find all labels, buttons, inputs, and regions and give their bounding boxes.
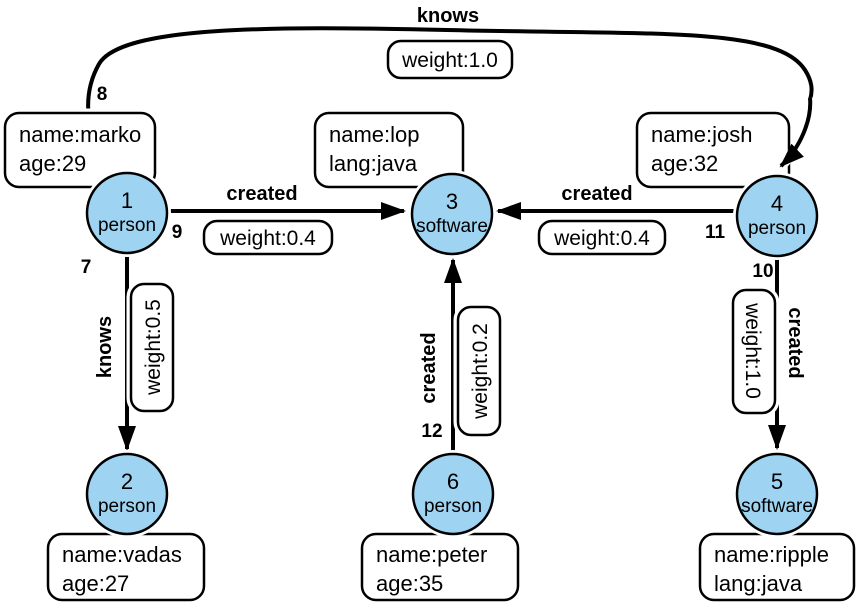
weight-created-1-3: weight:0.4 (219, 227, 316, 250)
label-created-4-3: created (561, 183, 632, 205)
edge-knows-1-4 (83, 23, 817, 203)
vertex-5-id: 5 (771, 469, 783, 494)
vertex-1 (83, 169, 171, 257)
edge-id-7: 7 (81, 257, 92, 278)
lop-prop-lang: lang:java (329, 151, 418, 176)
josh-prop-name: name:josh (651, 122, 753, 147)
label-created-6-3: created (418, 332, 440, 403)
vertex-2-id: 2 (121, 469, 133, 494)
weight-box-created-1-3 (199, 216, 337, 259)
peter-prop-age: age:35 (376, 571, 443, 596)
edge-id-12: 12 (421, 421, 442, 442)
vertex-5 (733, 450, 821, 538)
vertex-3 (408, 170, 496, 258)
vertex-4-circle (735, 174, 819, 258)
vertex-2-circle (85, 452, 169, 536)
vadas-prop-name: name:vadas (62, 542, 182, 567)
vertex-6-circle (411, 452, 495, 536)
property-box-marko (0, 108, 160, 192)
edge-knows-1-4-arrow (777, 97, 816, 170)
property-box-lop (310, 108, 468, 192)
vertex-5-circle (735, 452, 819, 536)
vertex-4-id: 4 (771, 191, 783, 216)
edge-id-11: 11 (705, 222, 726, 243)
weight-box-created-6-3 (453, 302, 505, 440)
weight-box-created-4-3 (534, 216, 670, 259)
vertex-1-circle (85, 171, 169, 255)
weight-box-created-4-5 (728, 285, 780, 418)
edge-id-8: 8 (97, 84, 108, 105)
vadas-prop-age: age:27 (62, 571, 129, 596)
ripple-prop-name: name:ripple (714, 542, 829, 567)
weight-box-knows-1-2 (126, 279, 178, 416)
vertex-4-label: person (748, 218, 806, 239)
marko-prop-name: name:marko (19, 122, 141, 147)
edge-id-10: 10 (752, 261, 773, 282)
vertex-6-label: person (424, 496, 482, 517)
label-knows-1-4: knows (417, 5, 479, 27)
vertex-1-id: 1 (121, 188, 133, 213)
ripple-prop-lang: lang:java (714, 571, 803, 596)
josh-prop-age: age:32 (651, 151, 718, 176)
vertex-2 (83, 450, 171, 538)
weight-created-6-3: weight:0.2 (469, 323, 492, 420)
label-knows-1-2: knows (94, 316, 116, 378)
weight-created-4-5: weight:1.0 (741, 302, 764, 399)
vertex-2-label: person (98, 496, 156, 517)
vertex-6 (409, 450, 497, 538)
vertex-5-label: software (741, 496, 813, 517)
weight-knows-1-2: weight:0.5 (142, 299, 165, 396)
vertex-4 (733, 172, 821, 260)
edge-id-9: 9 (172, 222, 183, 243)
label-created-4-5: created (784, 307, 806, 378)
vertex-3-circle (410, 172, 494, 256)
weight-box-knows-1-4 (383, 36, 517, 83)
vertex-6-id: 6 (447, 469, 459, 494)
lop-prop-name: name:lop (329, 122, 420, 147)
marko-prop-age: age:29 (19, 151, 86, 176)
label-created-1-3: created (226, 183, 297, 205)
vertex-1-label: person (98, 215, 156, 236)
vertex-3-id: 3 (446, 189, 458, 214)
weight-created-4-3: weight:0.4 (553, 227, 650, 250)
peter-prop-name: name:peter (376, 542, 487, 567)
vertex-3-label: software (416, 216, 488, 237)
weight-knows-1-4: weight:1.0 (401, 49, 498, 72)
